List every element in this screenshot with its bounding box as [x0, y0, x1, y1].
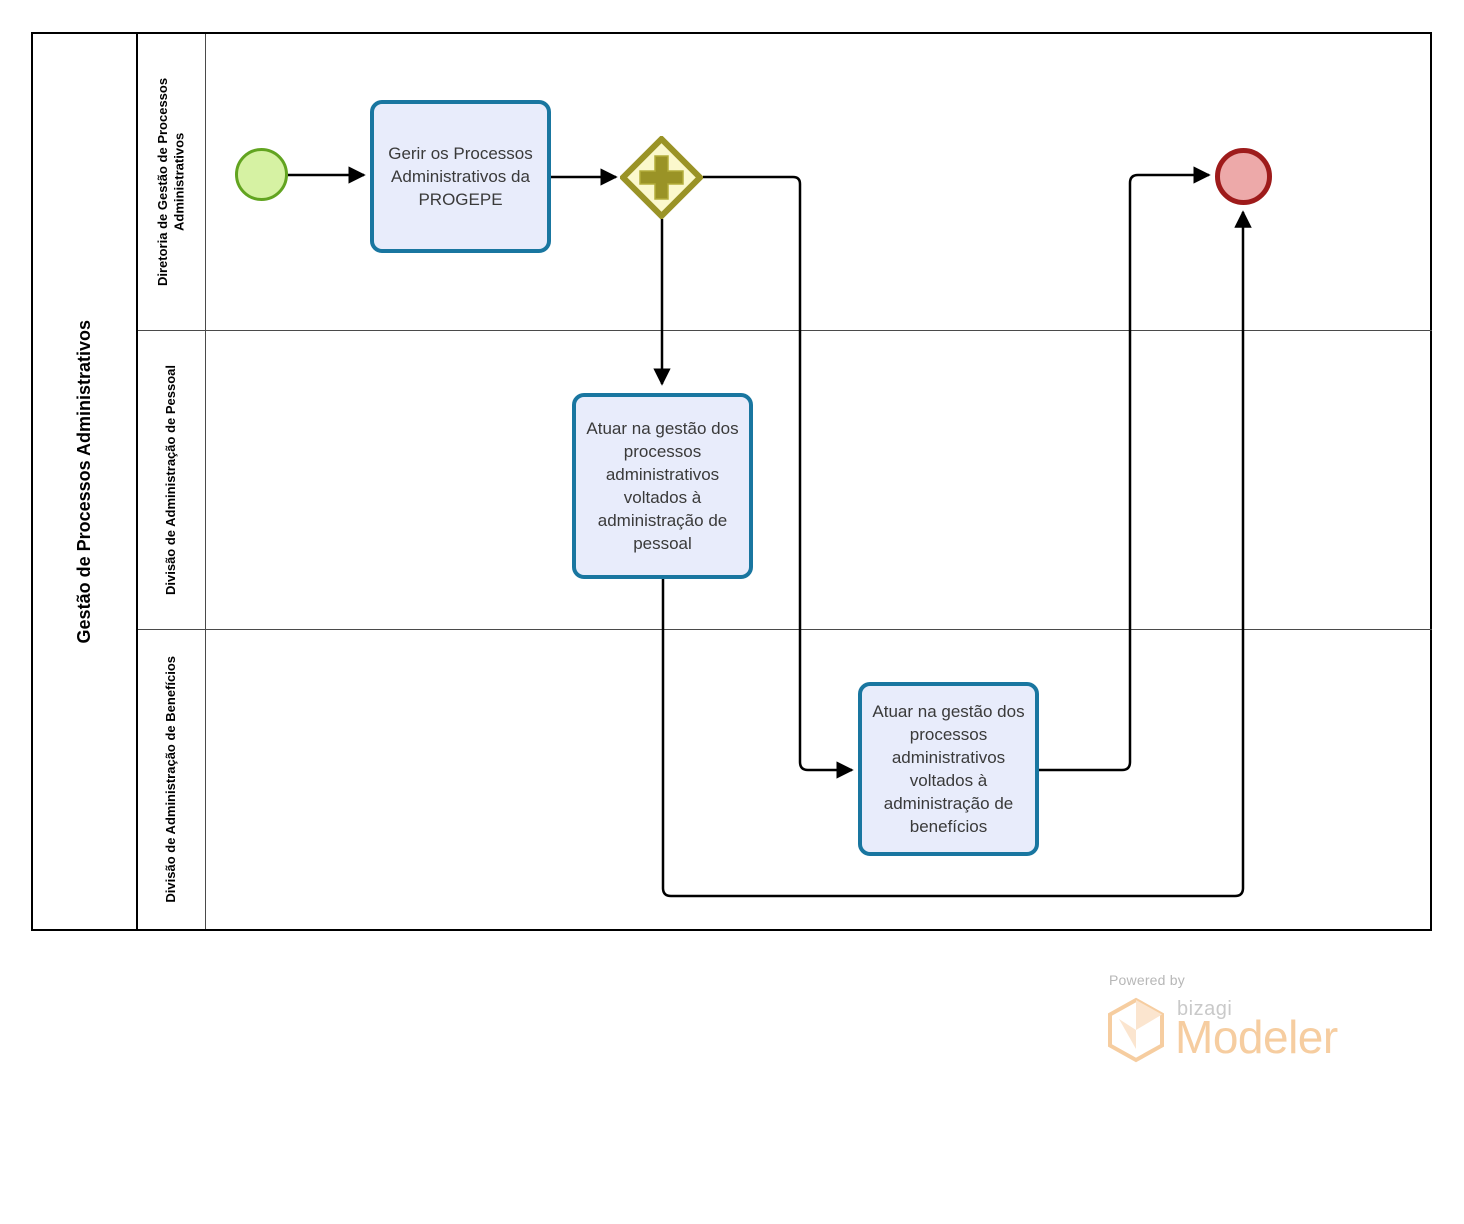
lane-header-2: Divisão de Administração de Benefícios [138, 630, 206, 929]
task-2-label: Atuar na gestão dos processos administra… [586, 418, 739, 554]
plus-icon [639, 155, 684, 200]
lane-divisao-de-administracao-de-pessoal[interactable]: Divisão de Administração de Pessoal [138, 331, 1432, 630]
parallel-gateway[interactable] [620, 136, 703, 219]
task-3-label: Atuar na gestão dos processos administra… [872, 701, 1025, 837]
lane-label-2: Divisão de Administração de Benefícios [163, 656, 179, 903]
lane-label-1: Divisão de Administração de Pessoal [163, 365, 179, 595]
bizagi-modeler-logo: Powered by bizagi Modeler [1105, 972, 1365, 1072]
powered-by-label: Powered by [1109, 972, 1185, 988]
lane-body-1 [206, 331, 1432, 629]
task-atuar-na-gestao-administracao-de-beneficios[interactable]: Atuar na gestão dos processos administra… [858, 682, 1039, 856]
lane-divisao-de-administracao-de-beneficios[interactable]: Divisão de Administração de Benefícios [138, 630, 1432, 929]
task-gerir-os-processos-administrativos-da-progepe[interactable]: Gerir os Processos Administrativos da PR… [370, 100, 551, 253]
start-event[interactable] [235, 148, 288, 201]
lane-body-2 [206, 630, 1432, 929]
lane-header-0: Diretoria de Gestão de Processos Adminis… [138, 34, 206, 330]
task-1-label: Gerir os Processos Administrativos da PR… [388, 143, 533, 210]
bizagi-hexagon-icon [1108, 997, 1164, 1063]
pool-title: Gestão de Processos Administrativos [33, 34, 138, 929]
pool-title-label: Gestão de Processos Administrativos [74, 319, 95, 644]
lane-label-0: Diretoria de Gestão de Processos Adminis… [155, 77, 187, 287]
lane-header-1: Divisão de Administração de Pessoal [138, 331, 206, 629]
bizagi-wordmark: bizagi [1177, 998, 1233, 1020]
modeler-wordmark: Modeler [1175, 1011, 1338, 1063]
task-atuar-na-gestao-administracao-de-pessoal[interactable]: Atuar na gestão dos processos administra… [572, 393, 753, 579]
end-event[interactable] [1215, 148, 1272, 205]
